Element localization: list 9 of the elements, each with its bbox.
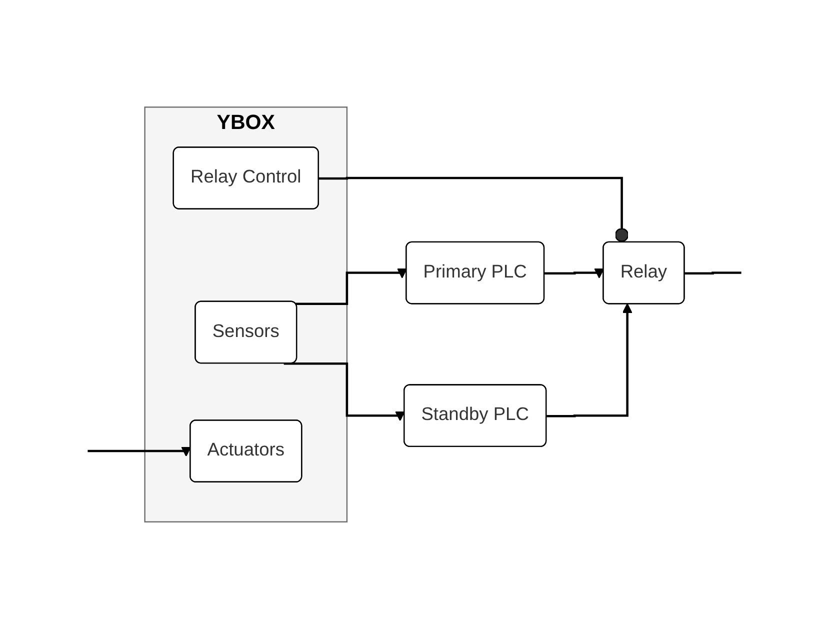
connector xyxy=(684,272,742,274)
block-diagram: YBOX Relay Control Sensors Actuators Primary PLC Standby PLC Relay xyxy=(10,98,819,531)
arrow xyxy=(546,303,632,418)
connector xyxy=(318,176,629,243)
arrow xyxy=(88,446,192,457)
arrow xyxy=(296,268,408,305)
cluster xyxy=(144,106,348,522)
arrow xyxy=(284,362,406,422)
arrow xyxy=(544,268,604,278)
